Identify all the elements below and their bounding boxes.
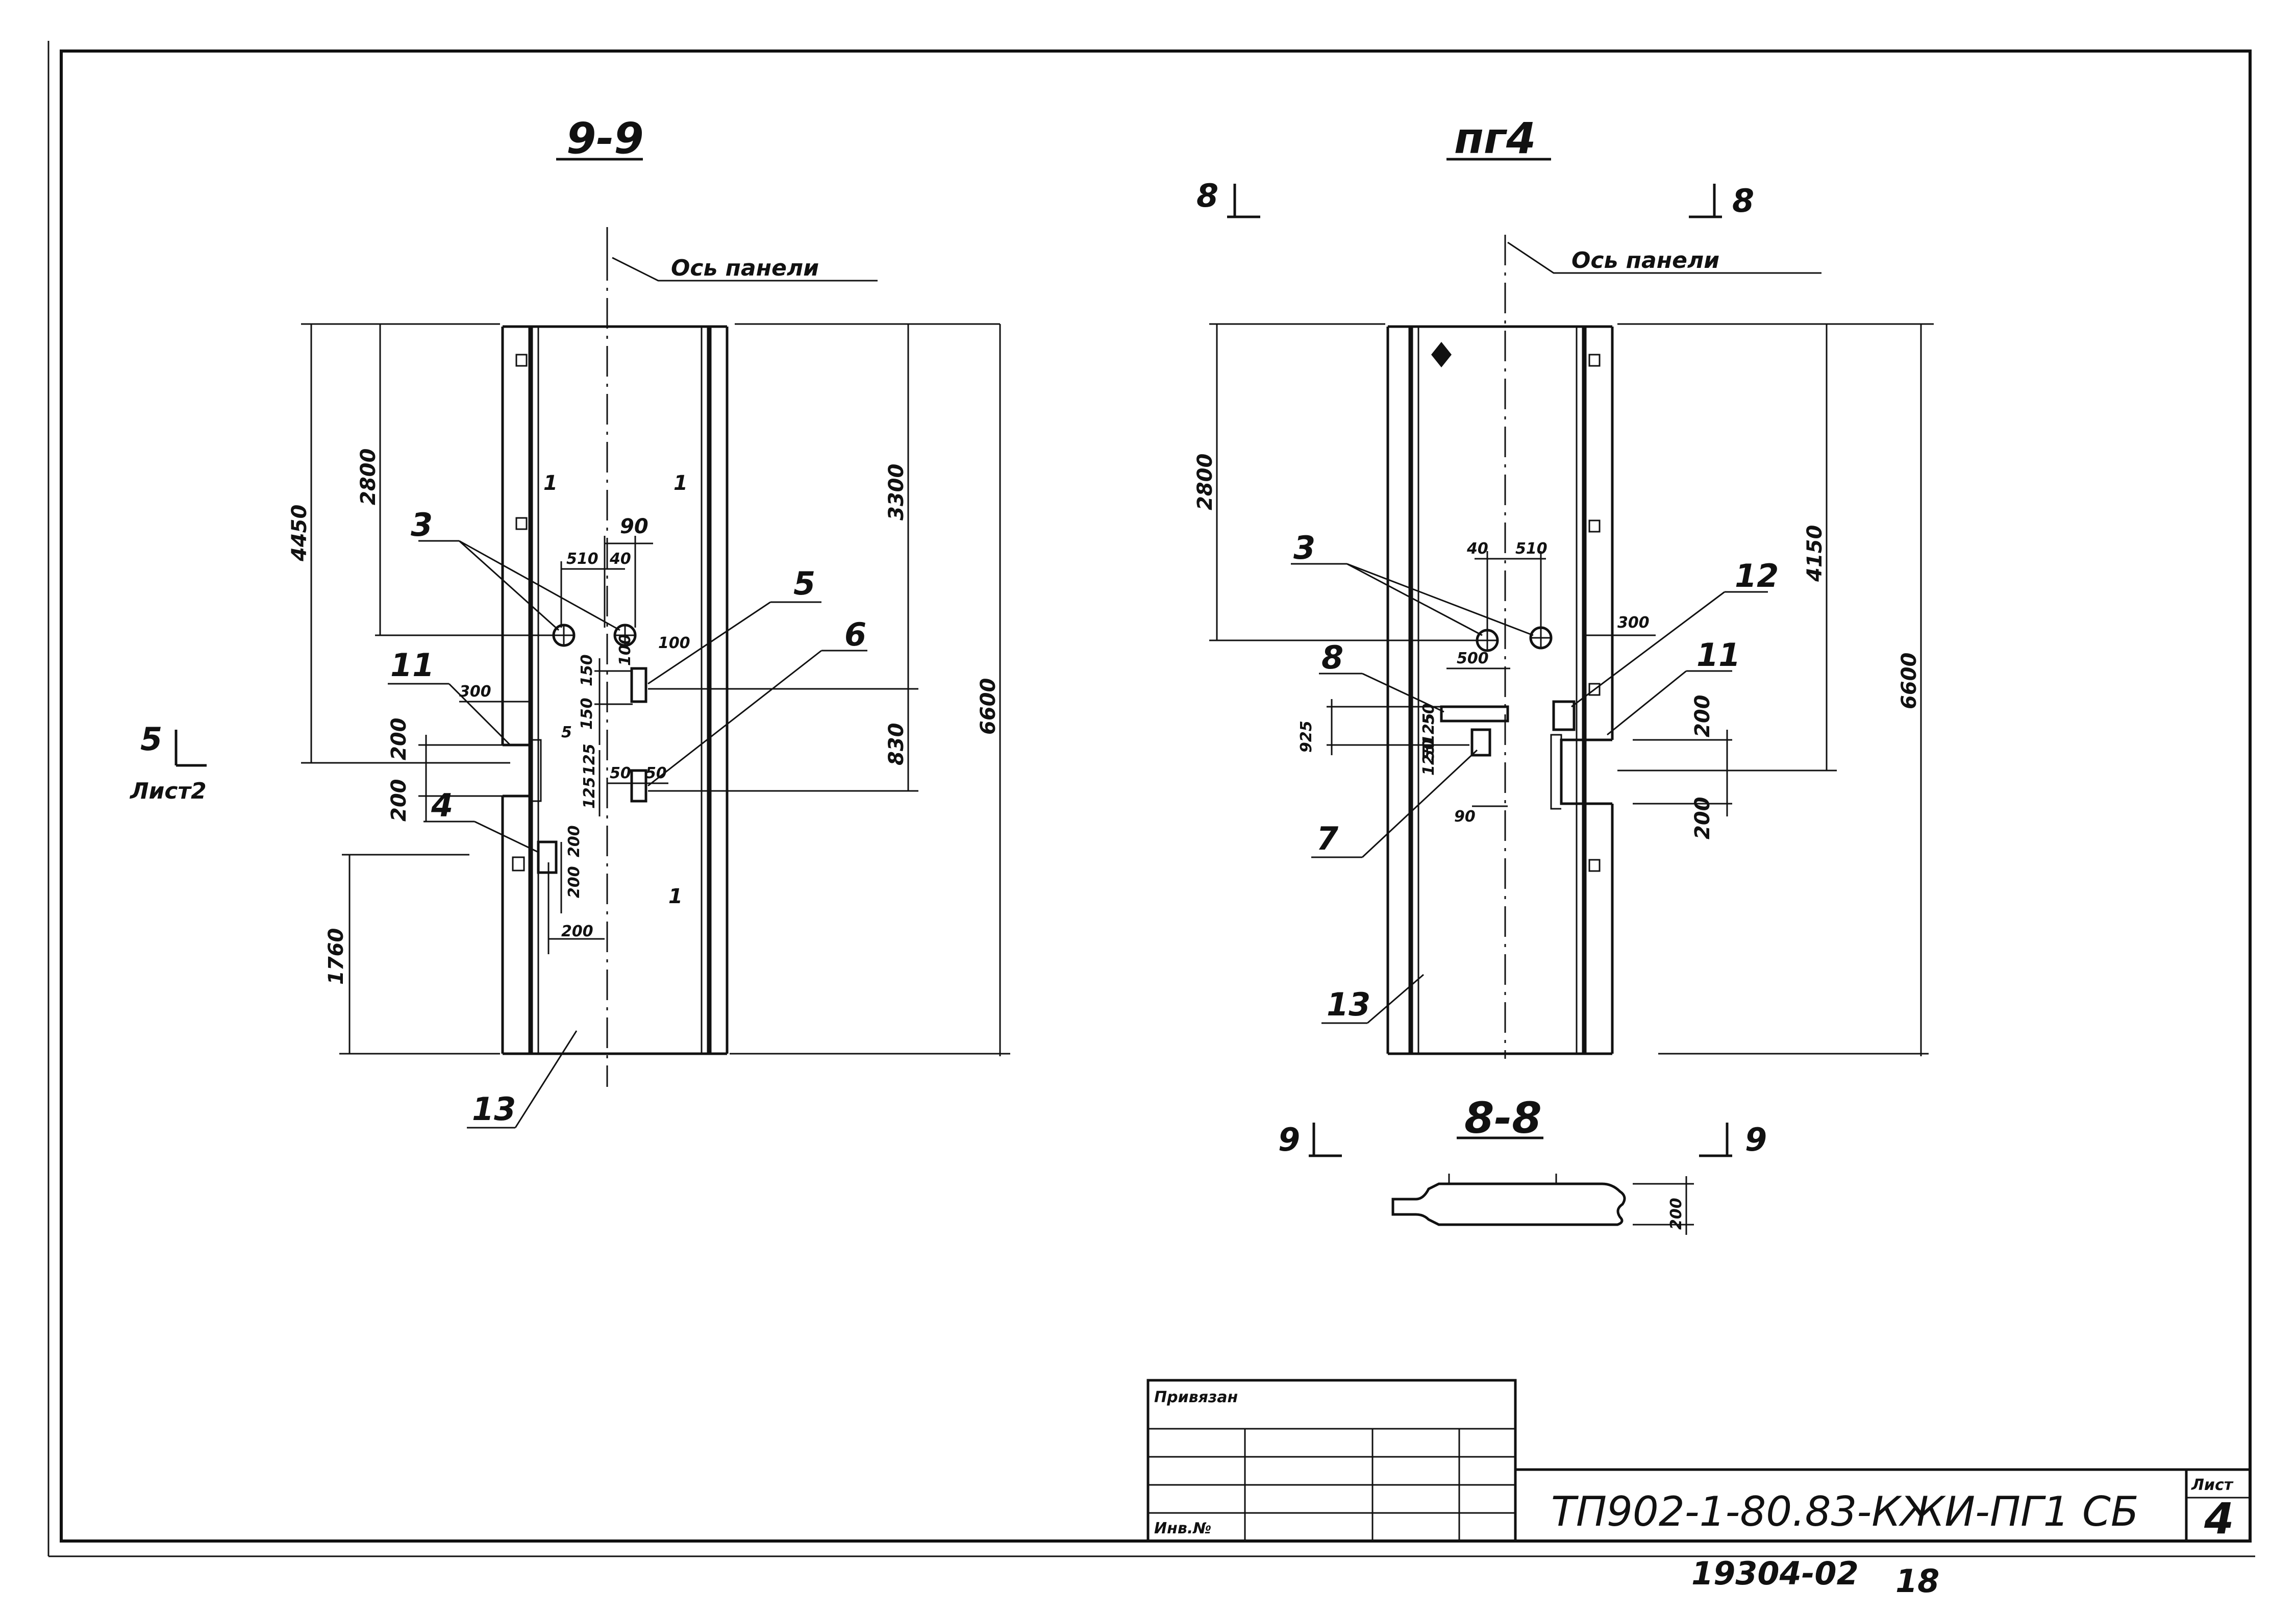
left-dim-200a: 200 bbox=[387, 718, 411, 761]
section-8-right: 8 bbox=[1732, 182, 1754, 219]
right-leader-8: 8 bbox=[1321, 639, 1343, 676]
right-dim-125: 125 bbox=[1420, 713, 1438, 745]
inv-label: Инв.№ bbox=[1154, 1520, 1211, 1537]
right-leader-11: 11 bbox=[1696, 636, 1740, 674]
right-dim-925: 925 bbox=[1297, 720, 1315, 753]
section-8-8-title: 8-8 bbox=[1464, 1093, 1542, 1143]
left-dim-4450: 4450 bbox=[288, 505, 311, 562]
right-leader-3: 3 bbox=[1293, 529, 1315, 566]
right-view: пг4 8 8 Ось панели bbox=[1193, 113, 1934, 1235]
sheet-number: 4 bbox=[2204, 1494, 2234, 1544]
right-axis-label: Ось панели bbox=[1571, 247, 1719, 274]
right-view-title: пг4 bbox=[1454, 113, 1536, 163]
left-dim-200d: 200 bbox=[565, 866, 583, 898]
left-view: 9-9 Ось панели bbox=[129, 113, 1010, 1129]
left-dim-6600: 6600 bbox=[977, 678, 1000, 735]
archive-suffix: 18 bbox=[1895, 1562, 1939, 1600]
cut-9-left: 9 bbox=[1278, 1121, 1300, 1158]
left-mark-1c: 1 bbox=[668, 885, 683, 908]
right-dim-40: 40 bbox=[1466, 540, 1488, 558]
right-dim-300: 300 bbox=[1617, 614, 1650, 632]
left-dim-830: 830 bbox=[885, 723, 908, 766]
left-leader-11: 11 bbox=[390, 647, 434, 684]
left-dim-510: 510 bbox=[566, 550, 598, 568]
right-dim-90: 90 bbox=[1454, 808, 1476, 826]
right-leaders: 3 8 7 12 11 13 bbox=[1291, 529, 1779, 1024]
sheet-label: Лист bbox=[2191, 1476, 2234, 1494]
document-code: ТП902-1-80.83-КЖИ-ПГ1 СБ bbox=[1551, 1488, 2139, 1535]
left-dim-200e: 200 bbox=[561, 923, 593, 940]
left-dim-150: 150 bbox=[578, 654, 596, 686]
left-dim-1760: 1760 bbox=[325, 928, 348, 985]
archive-number: 19304-02 bbox=[1691, 1555, 1859, 1592]
left-panel-outline bbox=[501, 325, 729, 1055]
section-5-number: 5 bbox=[140, 720, 162, 758]
left-mark-1b: 1 bbox=[673, 471, 688, 495]
left-dim-3300: 3300 bbox=[885, 464, 908, 520]
left-mark-1a: 1 bbox=[543, 471, 558, 495]
right-dim-6600: 6600 bbox=[1898, 653, 1921, 709]
left-view-title: 9-9 bbox=[566, 113, 644, 163]
right-dim-200b: 200 bbox=[1691, 797, 1714, 840]
left-dim-125: 125 bbox=[581, 743, 598, 776]
right-dim-50b: 50 bbox=[1420, 739, 1438, 760]
left-dimensions: 4450 2800 3300 830 6600 1760 90 bbox=[288, 323, 1010, 1056]
left-dim-5: 5 bbox=[561, 724, 572, 741]
left-dim-300: 300 bbox=[459, 683, 491, 701]
right-panel-outline bbox=[1386, 325, 1614, 1055]
left-leaders: 3 5 6 11 4 13 1 1 1 bbox=[388, 471, 867, 1129]
right-dim-510: 510 bbox=[1515, 540, 1548, 558]
left-leader-13: 13 bbox=[472, 1090, 516, 1128]
left-dim-50a: 50 bbox=[610, 764, 631, 782]
right-dim-2800: 2800 bbox=[1193, 454, 1217, 510]
right-dim-200a: 200 bbox=[1691, 695, 1714, 738]
left-dim-200c: 200 bbox=[565, 825, 583, 857]
left-axis-label: Ось панели bbox=[671, 255, 819, 281]
left-dim-90: 90 bbox=[620, 515, 648, 538]
left-dim-100b: 100 bbox=[616, 634, 634, 666]
section-mark-5: 5 Лист2 bbox=[129, 720, 207, 804]
left-dim-125b: 125 bbox=[581, 777, 598, 809]
section-5-sheet: Лист2 bbox=[129, 778, 207, 804]
right-leader-13: 13 bbox=[1327, 986, 1370, 1023]
left-leader-3: 3 bbox=[411, 506, 433, 543]
left-leader-5: 5 bbox=[793, 565, 815, 602]
left-leader-6: 6 bbox=[844, 616, 866, 653]
section-8-8-profile bbox=[1391, 1182, 1626, 1226]
left-dim-100: 100 bbox=[658, 634, 690, 652]
left-dim-150b: 150 bbox=[578, 698, 596, 730]
left-dim-200b: 200 bbox=[387, 779, 411, 822]
left-leader-4: 4 bbox=[431, 787, 453, 824]
left-dim-40: 40 bbox=[609, 550, 631, 568]
right-dim-500: 500 bbox=[1457, 650, 1489, 667]
cut-9-right: 9 bbox=[1745, 1121, 1767, 1158]
section-8-8-dim-200: 200 bbox=[1667, 1198, 1685, 1230]
right-dim-125b: 125 bbox=[1420, 743, 1438, 776]
section-8-left: 8 bbox=[1196, 177, 1218, 214]
right-leader-7: 7 bbox=[1316, 820, 1339, 857]
stamp-label: Привязан bbox=[1154, 1388, 1238, 1406]
title-block: Привязан Инв.№ ТП902-1-80.83-КЖИ-ПГ1 СБ … bbox=[1146, 1379, 2252, 1600]
section-8-8: 8-8 9 9 200 bbox=[1278, 1093, 1767, 1235]
sheet-frame bbox=[47, 41, 2255, 1557]
right-dim-4150: 4150 bbox=[1803, 525, 1827, 582]
left-dim-2800: 2800 bbox=[357, 449, 380, 505]
right-dimensions: 2800 4150 6600 40 510 500 300 925 50 125… bbox=[1193, 323, 1934, 1056]
right-leader-12: 12 bbox=[1735, 557, 1779, 594]
